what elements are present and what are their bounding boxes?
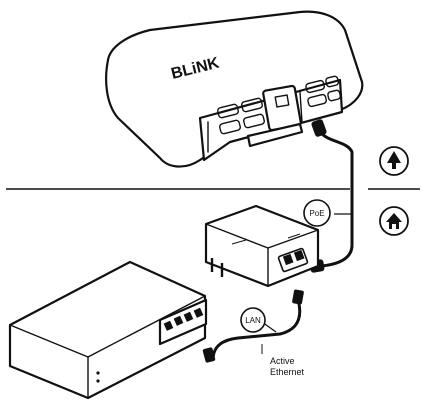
switch-ports bbox=[158, 298, 208, 346]
svg-text:Active: Active bbox=[270, 356, 295, 366]
lan-label: LAN bbox=[240, 307, 266, 333]
svg-text:PoE: PoE bbox=[309, 209, 324, 218]
svg-text:Ethernet: Ethernet bbox=[270, 367, 305, 377]
status-led bbox=[96, 379, 100, 383]
house-icon bbox=[379, 206, 409, 236]
active-ethernet-caption: Active Ethernet bbox=[261, 344, 305, 377]
outdoor-unit: BLiNK bbox=[105, 10, 364, 168]
network-switch bbox=[8, 260, 208, 400]
svg-text:LAN: LAN bbox=[245, 316, 261, 325]
lan-cable bbox=[202, 289, 304, 363]
tree-icon bbox=[379, 146, 409, 176]
status-led bbox=[96, 371, 100, 375]
poe-label: PoE bbox=[303, 199, 331, 227]
poe-injector bbox=[204, 204, 320, 288]
